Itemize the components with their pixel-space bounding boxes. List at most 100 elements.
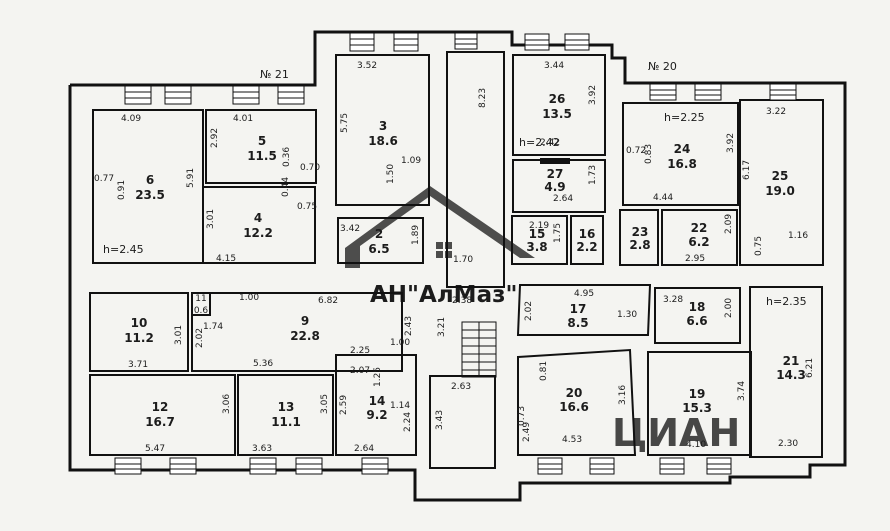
window-icon — [164, 85, 192, 105]
dimension-label: 0.77 — [94, 174, 114, 184]
stair-27-icon — [540, 158, 570, 164]
window-icon — [124, 85, 152, 105]
dimension-label: 0.83 — [644, 144, 654, 164]
room-26-number: 26 — [549, 92, 566, 106]
room-27-number: 27 — [547, 167, 564, 181]
room-12-area: 16.7 — [145, 415, 175, 429]
window-icon — [361, 457, 389, 475]
room-walls — [89, 51, 824, 469]
dimension-label: 2.00 — [724, 298, 734, 318]
dimension-label: 2.64 — [354, 444, 374, 454]
room-9-number: 9 — [301, 314, 309, 328]
window-icon — [537, 457, 563, 475]
windows — [114, 32, 797, 475]
room-13-area: 11.1 — [271, 415, 301, 429]
room-17-outline — [516, 284, 652, 336]
dimension-label: 3.43 — [435, 410, 445, 430]
dimension-label: 3.44 — [544, 61, 564, 71]
dimension-label: 2.95 — [685, 254, 705, 264]
dimension-label: 2.30 — [778, 439, 798, 449]
window-icon — [589, 457, 615, 475]
dimension-label: 2.38 — [452, 296, 472, 306]
room-9-outline — [191, 292, 403, 372]
dimension-label: 2.09 — [724, 214, 734, 234]
dimension-label: 6.82 — [318, 296, 338, 306]
room-labels: 6 23.5 5 11.5 4 12.2 3 18.6 2 6.5 26 13.… — [124, 92, 806, 429]
room-25-area: 19.0 — [765, 184, 795, 198]
room-3-outline — [335, 54, 430, 206]
room-22-outline — [661, 209, 738, 266]
dimension-label: 1.16 — [788, 231, 808, 241]
window-icon — [649, 83, 677, 101]
room-16-number: 16 — [579, 227, 596, 241]
room-24-area: 16.8 — [667, 157, 697, 171]
room-11-area: 0.6 — [194, 306, 209, 316]
window-icon — [524, 33, 550, 51]
window-icon — [277, 85, 305, 105]
dimension-label: 1.89 — [411, 225, 421, 245]
room-19-number: 19 — [689, 387, 706, 401]
height-label: h=2.45 — [103, 243, 144, 256]
room-14-area: 9.2 — [366, 408, 387, 422]
room-4-number: 4 — [254, 211, 262, 225]
room-14-number: 14 — [369, 394, 386, 408]
dimension-label: 6.17 — [742, 160, 752, 180]
room-16-area: 2.2 — [576, 240, 597, 254]
dimension-label: 4.95 — [574, 289, 594, 299]
dimension-label: 3.92 — [726, 133, 736, 153]
room-27-area: 4.9 — [544, 180, 565, 194]
height-label: h=2.35 — [766, 295, 807, 308]
room-5-number: 5 — [258, 134, 266, 148]
room-20-area: 16.6 — [559, 400, 589, 414]
dimension-label: 2.24 — [403, 412, 413, 432]
dimension-label: 0.72 — [626, 146, 646, 156]
room-2-area: 6.5 — [368, 242, 389, 256]
room-10-outline — [89, 292, 189, 372]
room-19-outline — [647, 351, 752, 456]
room-19-area: 15.3 — [682, 401, 712, 415]
window-icon — [295, 457, 323, 475]
outer-wall — [68, 30, 847, 502]
dimension-label: 0.81 — [539, 361, 549, 381]
dimension-label: 1.09 — [401, 156, 421, 166]
dimension-label: 3.42 — [340, 224, 360, 234]
room-5-outline — [205, 109, 317, 184]
dimension-label: 5.91 — [186, 168, 196, 188]
dimension-label: 3.92 — [588, 85, 598, 105]
room-9-area: 22.8 — [290, 329, 320, 343]
watermark-grid-icon — [436, 242, 452, 258]
dimension-label: 2.64 — [553, 194, 573, 204]
room-18-outline — [654, 287, 741, 344]
dimension-label: 8.23 — [478, 88, 488, 108]
room-5-area: 11.5 — [247, 149, 277, 163]
room-13-number: 13 — [278, 400, 295, 414]
dimension-label: 0.73 — [517, 406, 527, 426]
room-20-outline — [517, 348, 637, 456]
dimension-label: 2.43 — [404, 316, 414, 336]
room-14-outline — [335, 354, 417, 456]
room-23-outline — [619, 209, 659, 266]
window-icon — [564, 33, 590, 51]
dimension-label: 3.16 — [618, 385, 628, 405]
room-15-number: 15 — [529, 227, 546, 241]
dimension-label: 3.21 — [437, 317, 447, 337]
dimension-label: 2.25 — [350, 346, 370, 356]
window-icon — [393, 32, 419, 52]
room-21-number: 21 — [783, 354, 800, 368]
ceiling-heights: h=2.45 h=2.42 h=2.25 h=2.35 — [103, 111, 807, 308]
room-15-outline — [511, 215, 568, 265]
dimension-label: 1.25 — [373, 367, 383, 387]
dimension-label: 6.21 — [805, 358, 815, 378]
dimension-label: 2.02 — [524, 301, 534, 321]
dimension-label: 1.00 — [390, 338, 410, 348]
dimension-label: 2.19 — [529, 221, 549, 231]
dimension-label: 1.14 — [390, 401, 410, 411]
building-label-20: № 20 — [648, 60, 677, 73]
dimension-label: 3.63 — [252, 444, 272, 454]
room-16-outline — [570, 215, 604, 265]
window-icon — [659, 457, 685, 475]
dimension-label: 2.02 — [195, 328, 205, 348]
dimension-label: 3.52 — [357, 61, 377, 71]
